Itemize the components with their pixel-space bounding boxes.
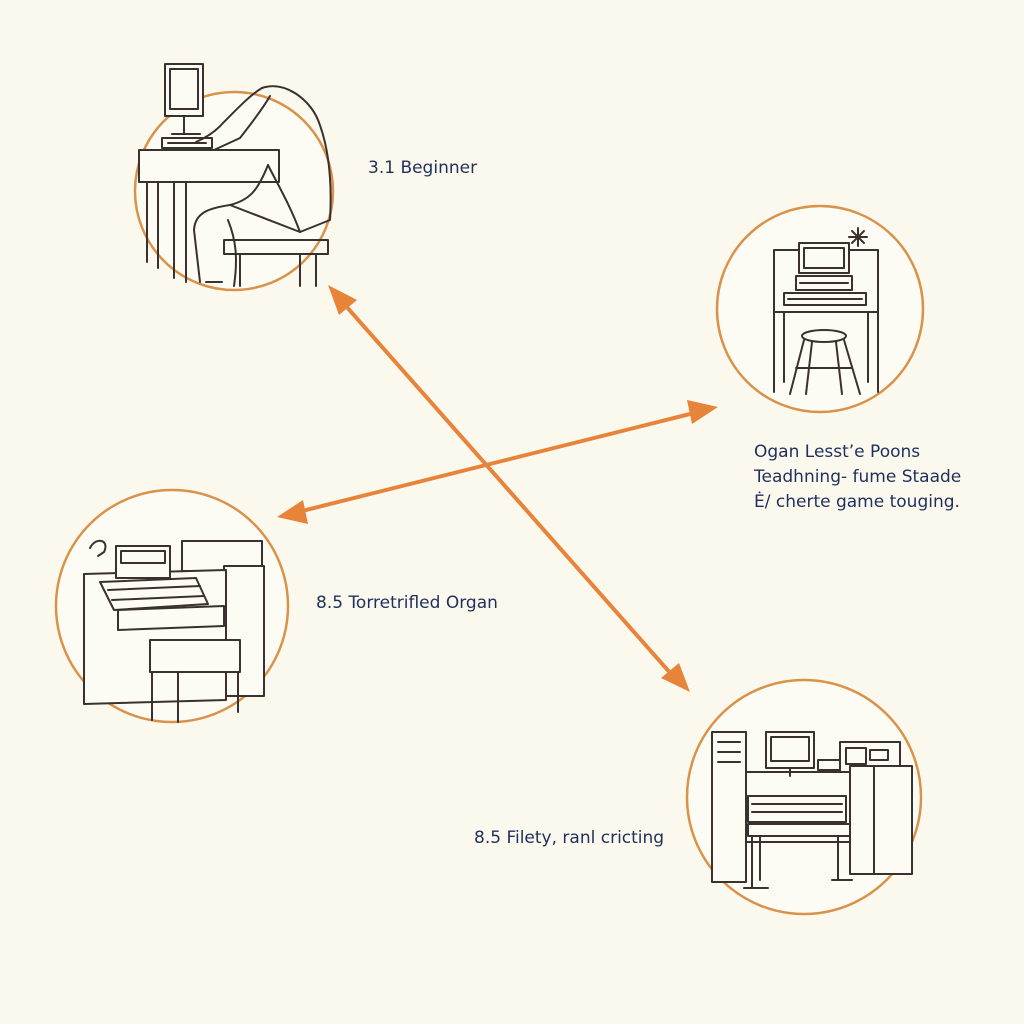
label-beginner: 3.1 Beginner [368, 158, 478, 178]
node-lesson [715, 204, 925, 414]
label-lesson: Ogan Lesst’e Poons Teadhning- fume Staad… [754, 440, 961, 515]
arrow-beginner-filety [328, 285, 690, 692]
label-organ: 8.5 Torretrifled Organ [316, 593, 498, 613]
label-line: Teadhning- fume Staade [754, 467, 962, 487]
node-filety [685, 678, 923, 916]
arrow-organ-lesson [277, 400, 718, 524]
arrowhead-icon [687, 400, 718, 424]
arrowhead-icon [328, 285, 357, 315]
label-filety: 8.5 Filety, ranl cricting [474, 828, 665, 848]
arrowhead-icon [661, 663, 690, 692]
node-circle [133, 90, 335, 292]
organ-with-stool-icon [773, 227, 879, 395]
label-line: Ogan Lesst’e Poons [754, 442, 921, 462]
organ-workstation-icon [711, 731, 913, 889]
arrowhead-icon [277, 500, 308, 524]
node-organ [54, 488, 290, 724]
console-organ-icon [83, 539, 265, 723]
person-at-computer-desk-icon [138, 63, 332, 287]
label-line: Ė/ cherte game touging. [754, 492, 960, 512]
node-beginner [133, 63, 335, 292]
